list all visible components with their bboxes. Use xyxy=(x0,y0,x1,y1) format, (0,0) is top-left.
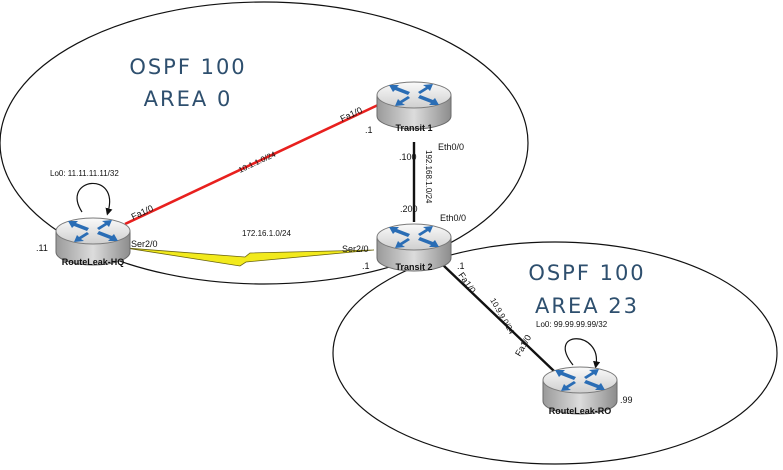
ro-loopback-arrow xyxy=(564,338,601,369)
transit1-eth0-0-host: .100 xyxy=(399,152,417,162)
hq-host-address: .11 xyxy=(36,243,48,253)
hq-loopback-arrow xyxy=(76,182,113,216)
hq-loopback-label: Lo0: 11.11.11.11/32 xyxy=(50,169,119,178)
area-0-title-line1: OSPF 100 xyxy=(129,55,246,79)
hq-fa1-0-label: Fa1/0 xyxy=(130,203,155,222)
transit2-eth0-0-host: .200 xyxy=(400,204,418,214)
area-23-title-line1: OSPF 100 xyxy=(528,261,645,285)
transit2-ser2-0-host: .1 xyxy=(362,261,370,271)
router-name: Transit 2 xyxy=(395,262,432,272)
link-hq-transit2-serial xyxy=(125,247,375,267)
router-transit-1[interactable]: Transit 1 xyxy=(376,81,452,133)
router-routeleak-hq[interactable]: RouteLeak-HQ xyxy=(55,217,131,267)
link-transit2-ro xyxy=(442,264,556,373)
ro-loopback-label: Lo0: 99.99.99.99/32 xyxy=(536,320,608,329)
ro-host-address: .99 xyxy=(620,395,633,405)
link-hq-transit2-subnet: 172.16.1.0/24 xyxy=(242,229,291,238)
transit1-fa1-0-host: .1 xyxy=(365,125,373,135)
transit2-fa1-0-label: Fa1/0 xyxy=(456,270,477,295)
router-name: RouteLeak-HQ xyxy=(62,257,125,267)
router-icon xyxy=(376,81,452,130)
hq-ser2-0-label: Ser2/0 xyxy=(131,239,158,249)
link-transit2-ro-subnet: 10.9.9.0/24 xyxy=(488,297,516,337)
link-hq-transit1 xyxy=(124,103,379,226)
area-0-title-line2: AREA 0 xyxy=(144,87,233,111)
transit1-fa1-0-label: Fa1/0 xyxy=(339,105,364,124)
ro-fa1-0-label: Fa1/0 xyxy=(513,333,533,358)
link-hq-transit1-subnet: 10.1.1.0/24 xyxy=(237,150,278,175)
transit2-ser2-0-label: Ser2/0 xyxy=(342,244,369,254)
router-transit-2[interactable]: Transit 2 xyxy=(376,223,452,272)
link-transit1-transit2-subnet: 192.168.1.0/24 xyxy=(424,150,433,204)
transit2-fa1-0-host: .1 xyxy=(457,261,465,271)
router-routeleak-ro[interactable]: RouteLeak-RO xyxy=(542,366,618,416)
router-name: Transit 1 xyxy=(395,123,432,133)
area-0-boundary xyxy=(0,1,529,285)
transit1-eth0-0-label: Eth0/0 xyxy=(438,142,464,152)
area-23-boundary xyxy=(332,241,778,465)
router-name: RouteLeak-RO xyxy=(549,406,612,416)
area-23-title-line2: AREA 23 xyxy=(535,294,639,318)
transit2-eth0-0-label: Eth0/0 xyxy=(440,213,466,223)
